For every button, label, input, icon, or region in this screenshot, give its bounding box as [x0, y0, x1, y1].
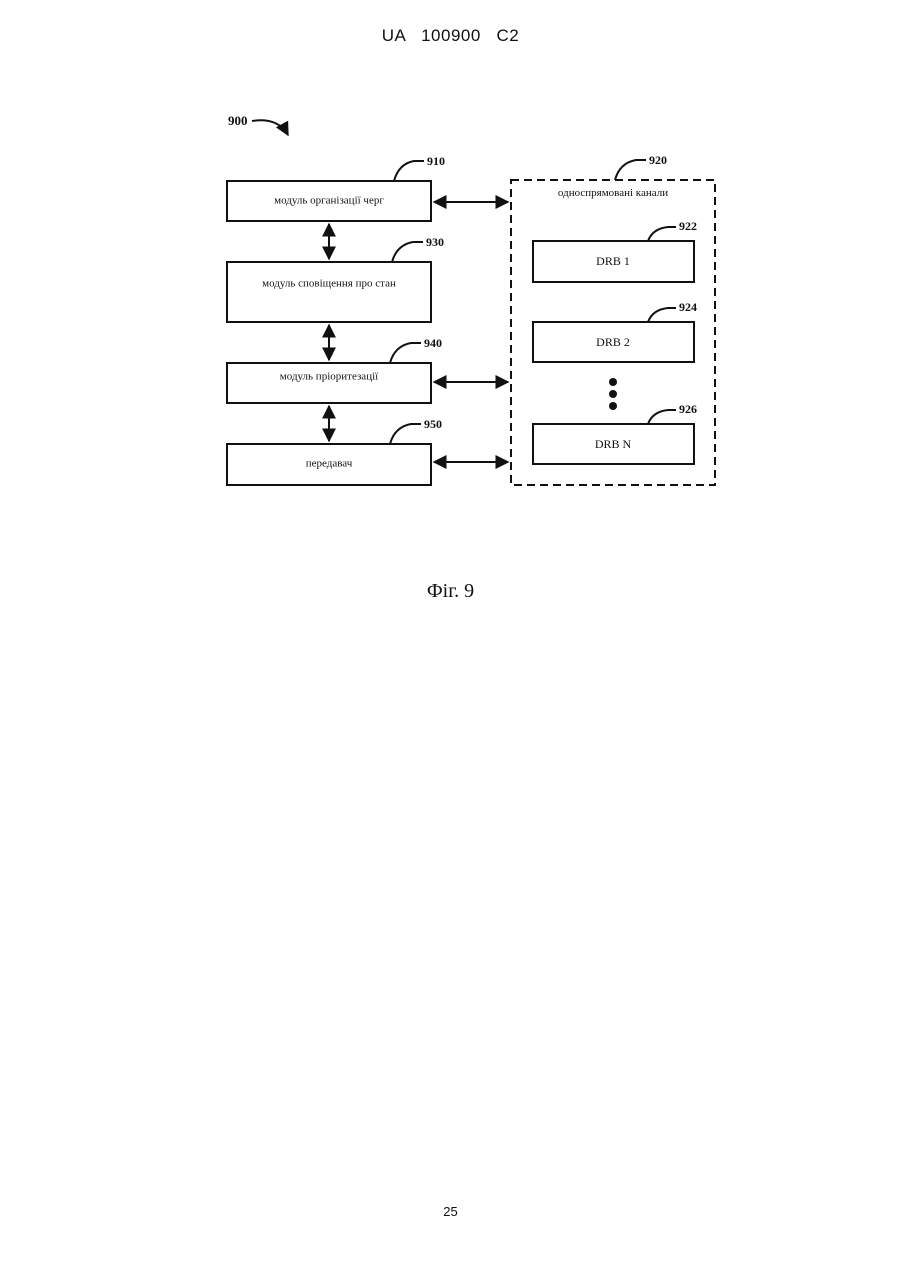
leader-926 — [648, 410, 676, 424]
priority-module-box — [227, 363, 431, 403]
leader-930 — [392, 242, 423, 262]
leader-910 — [394, 161, 424, 181]
ref-930: 930 — [426, 235, 444, 249]
leader-950 — [390, 424, 421, 444]
ref-940: 940 — [424, 336, 442, 350]
figure-caption: Фіг. 9 — [0, 580, 901, 603]
leader-920 — [615, 160, 646, 180]
ref-910: 910 — [427, 154, 445, 168]
ref-922: 922 — [679, 219, 697, 233]
block-diagram: 900 модуль організації черг 910 модуль с… — [0, 0, 901, 620]
channels-group-label: односпрямовані канали — [558, 187, 668, 199]
system-ref-label: 900 — [228, 113, 248, 128]
system-ref-arrow — [252, 120, 288, 135]
leader-940 — [390, 343, 421, 363]
ellipsis-dot-2 — [609, 390, 617, 398]
ref-920: 920 — [649, 153, 667, 167]
queue-module-label: модуль організації черг — [274, 195, 384, 207]
transmitter-label: передавач — [306, 458, 353, 470]
ellipsis-dot-3 — [609, 402, 617, 410]
leader-922 — [648, 227, 676, 241]
status-module-label: модуль сповіщення про стан — [262, 278, 396, 290]
ellipsis-dot-1 — [609, 378, 617, 386]
drb-n-label: DRB N — [595, 437, 632, 451]
priority-module-label: модуль пріоритезації — [280, 371, 379, 383]
ref-950: 950 — [424, 417, 442, 431]
ref-926: 926 — [679, 402, 697, 416]
drb-1-label: DRB 1 — [596, 254, 630, 268]
drb-2-label: DRB 2 — [596, 335, 630, 349]
ref-924: 924 — [679, 300, 697, 314]
leader-924 — [648, 308, 676, 322]
page-number: 25 — [0, 1204, 901, 1219]
status-module-box — [227, 262, 431, 322]
